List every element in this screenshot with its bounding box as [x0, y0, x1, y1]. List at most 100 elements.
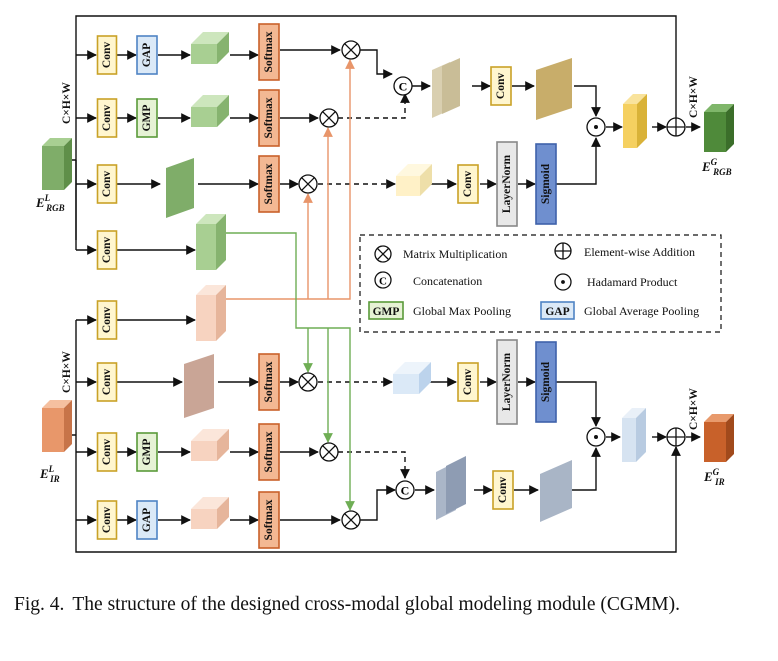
conv-block-1: Conv: [96, 35, 118, 75]
output-feature-ir: [704, 414, 734, 462]
svg-text:C: C: [399, 80, 408, 94]
hadamard-rgb: [586, 117, 606, 137]
dims-label-ir-out: C×H×W: [688, 388, 700, 430]
conv-block-2-label: Conv: [101, 105, 113, 131]
addition-ir: [666, 427, 686, 447]
output-feature-rgb: [704, 104, 734, 152]
matmul-ir-2: [319, 442, 339, 462]
hadamard-ir: [586, 427, 606, 447]
conv-block-rgb-fuse-label: Conv: [495, 73, 507, 99]
matmul-ir-1: [298, 372, 318, 392]
softmax-block-ir-3: Softmax: [258, 491, 280, 549]
ir-conv-map: [184, 354, 214, 418]
layernorm-block-ir-label: LayerNorm: [501, 353, 513, 412]
legend-concat-label: Concatenation: [413, 274, 482, 288]
sigmoid-block-rgb-label: Sigmoid: [540, 163, 552, 204]
gmp-block-rgb: GMP: [136, 98, 158, 138]
rgb-cross-map: [196, 214, 226, 270]
input-feature-rgb: [42, 138, 72, 190]
dims-label-rgb-in: C×H×W: [61, 82, 73, 124]
conv-block-rgb-fuse: Conv: [490, 66, 512, 106]
conv-block-7: Conv: [96, 432, 118, 472]
svg-text:GAP: GAP: [545, 306, 569, 318]
conv-block-5: Conv: [96, 300, 118, 340]
legend-gmp-label: Global Max Pooling: [413, 304, 511, 318]
green-cross-lines: [226, 232, 355, 511]
rgb-conv-map: [166, 158, 194, 218]
softmax-block-rgb-1-label: Softmax: [263, 31, 275, 72]
rgb-concat-map-b: [442, 58, 460, 114]
operator-symbols: CC: [298, 40, 686, 530]
orange-cross-lines: [222, 59, 355, 300]
legend-gap-icon: GAP: [540, 301, 575, 320]
softmax-block-ir-1: Softmax: [258, 353, 280, 411]
gap-block-ir: GAP: [136, 500, 158, 540]
rgb-gmp-vector: [191, 95, 229, 127]
svg-text:GMP: GMP: [373, 306, 400, 318]
legend-hadamard-label: Hadamard Product: [587, 275, 678, 289]
softmax-block-ir-3-label: Softmax: [263, 499, 275, 540]
ir-gap-vector: [191, 497, 229, 529]
svg-text:C: C: [401, 484, 410, 498]
conv-block-4-label: Conv: [101, 237, 113, 263]
rgb-fused-map: [623, 94, 647, 148]
input-feature-ir: [42, 400, 72, 452]
gmp-block-rgb-label: GMP: [141, 105, 153, 132]
operator-blocks: ConvConvConvConvConvConvConvConvGAPGMPGM…: [96, 23, 557, 549]
conv-block-ir-fuse: Conv: [492, 470, 514, 510]
conv-block-8-label: Conv: [101, 507, 113, 533]
conv-block-8: Conv: [96, 500, 118, 540]
matmul-ir-3: [341, 510, 361, 530]
gap-block-rgb: GAP: [136, 35, 158, 75]
ir-layer-vector: [393, 362, 431, 394]
legend-concat-icon: C: [374, 271, 392, 289]
legend-addition-label: Element-wise Addition: [584, 245, 695, 259]
rgb-layer-vector: [396, 164, 432, 196]
conv-block-3-label: Conv: [101, 171, 113, 197]
conv-block-3: Conv: [96, 164, 118, 204]
conv-block-rgb-attn: Conv: [457, 164, 479, 204]
concat-rgb: C: [393, 76, 413, 96]
softmax-block-ir-1-label: Softmax: [263, 361, 275, 402]
legend-gmp-icon: GMP: [368, 301, 404, 320]
conv-block-5-label: Conv: [101, 307, 113, 333]
layernorm-block-ir: LayerNorm: [496, 339, 518, 425]
layernorm-block-rgb-label: LayerNorm: [501, 155, 513, 214]
sigmoid-block-ir-label: Sigmoid: [540, 361, 552, 402]
legend-gap-label: Global Average Pooling: [584, 304, 699, 318]
softmax-block-ir-2-label: Softmax: [263, 431, 275, 472]
gap-block-ir-label: GAP: [141, 508, 153, 532]
conv-block-ir-attn-label: Conv: [462, 369, 474, 395]
ir-fused-map: [622, 408, 646, 462]
softmax-block-rgb-3-label: Softmax: [263, 163, 275, 204]
legend-hadamard-icon: [554, 273, 572, 291]
softmax-block-ir-2: Softmax: [258, 423, 280, 481]
addition-rgb: [666, 117, 686, 137]
softmax-block-rgb-2-label: Softmax: [263, 97, 275, 138]
sigmoid-block-rgb: Sigmoid: [535, 143, 557, 225]
caption-text: The structure of the designed cross-moda…: [72, 594, 681, 615]
matmul-rgb-2: [319, 108, 339, 128]
ir-concat-map-b: [446, 456, 466, 514]
matmul-rgb-1: [341, 40, 361, 60]
gap-block-rgb-label: GAP: [141, 43, 153, 67]
feature-maps: [42, 32, 734, 529]
ir-conv-out-map: [540, 460, 572, 522]
conv-block-2: Conv: [96, 98, 118, 138]
caption-lead: Fig. 4.: [14, 594, 65, 615]
dims-label-ir-in: C×H×W: [61, 351, 73, 393]
softmax-block-rgb-3: Softmax: [258, 155, 280, 213]
conv-block-7-label: Conv: [101, 439, 113, 465]
layernorm-block-rgb: LayerNorm: [496, 141, 518, 227]
legend: Matrix Multiplication Element-wise Addit…: [359, 234, 722, 333]
dims-label-rgb-out: C×H×W: [688, 76, 700, 118]
svg-text:C: C: [379, 276, 387, 288]
rgb-gap-vector: [191, 32, 229, 64]
gmp-block-ir-label: GMP: [141, 439, 153, 466]
gmp-block-ir: GMP: [136, 432, 158, 472]
conv-block-4: Conv: [96, 230, 118, 270]
legend-matrix-mult-label: Matrix Multiplication: [403, 247, 507, 261]
softmax-block-rgb-1: Softmax: [258, 23, 280, 81]
